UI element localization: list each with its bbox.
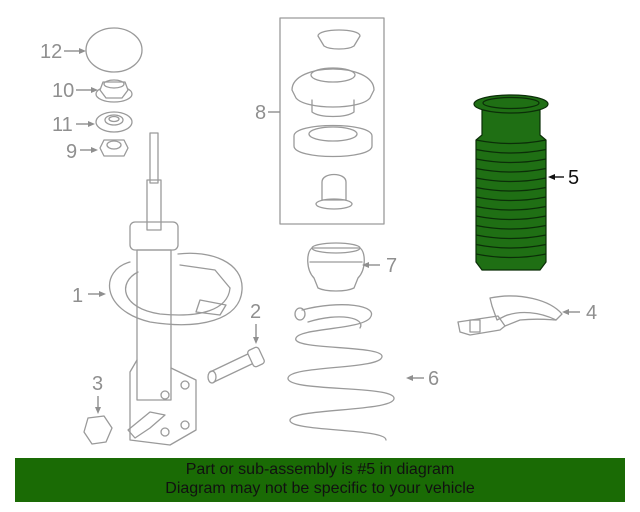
part-5-dust-boot[interactable] — [473, 94, 549, 271]
boot-rib — [475, 196, 547, 202]
callout-7: 7 — [362, 255, 397, 277]
label-3: 3 — [92, 373, 103, 395]
boot-rib — [475, 234, 547, 240]
part-4-spring-insulator[interactable] — [457, 295, 563, 336]
banner-line-1: Part or sub-assembly is #5 in diagram — [185, 461, 455, 478]
callout-8: 8 — [255, 102, 280, 124]
boot-rib — [475, 158, 547, 164]
callout-5: 5 — [548, 167, 579, 189]
label-7: 7 — [386, 255, 397, 277]
boot-rib — [475, 253, 547, 259]
dust-boot-ribs — [475, 139, 547, 259]
boot-rib — [475, 243, 547, 249]
callout-9: 9 — [66, 141, 98, 163]
part-11-washer[interactable] — [95, 111, 133, 133]
boot-rib — [475, 148, 547, 154]
boot-rib — [475, 215, 547, 221]
label-6: 6 — [428, 368, 439, 390]
part-info-banner: Part or sub-assembly is #5 in diagram Di… — [15, 458, 625, 502]
boot-rib — [475, 177, 547, 183]
part-9-nut[interactable] — [99, 139, 129, 157]
label-4: 4 — [586, 302, 597, 324]
boot-rib — [475, 205, 547, 211]
part-2-bolt[interactable] — [207, 346, 265, 384]
label-1: 1 — [72, 285, 83, 307]
part-10-nut[interactable] — [95, 79, 133, 103]
label-2: 2 — [250, 301, 261, 323]
boot-rib — [475, 139, 547, 145]
label-8: 8 — [255, 102, 266, 124]
callout-6: 6 — [406, 368, 439, 390]
callout-1: 1 — [72, 285, 106, 307]
part-7-bump-stop[interactable] — [307, 242, 365, 292]
callout-4: 4 — [562, 302, 597, 324]
label-5: 5 — [568, 167, 579, 189]
callout-11: 11 — [52, 114, 95, 136]
part-12-cap[interactable] — [85, 27, 143, 73]
label-9: 9 — [66, 141, 77, 163]
label-11: 11 — [52, 114, 73, 136]
label-10: 10 — [52, 80, 74, 102]
part-6-coil-spring[interactable] — [287, 304, 395, 441]
part-3-nut[interactable] — [83, 415, 113, 445]
part-1-strut[interactable] — [108, 132, 243, 446]
boot-rib — [475, 186, 547, 192]
boot-rib — [475, 224, 547, 230]
boot-rib — [475, 167, 547, 173]
parts-diagram: 12 10 11 9 — [40, 17, 597, 446]
callout-3: 3 — [92, 373, 103, 414]
callout-12: 12 — [40, 41, 86, 63]
part-8-mount-kit[interactable] — [279, 17, 385, 225]
callout-10: 10 — [52, 80, 98, 102]
callout-2: 2 — [250, 301, 261, 344]
label-12: 12 — [40, 41, 62, 63]
banner-line-2: Diagram may not be specific to your vehi… — [165, 480, 475, 497]
